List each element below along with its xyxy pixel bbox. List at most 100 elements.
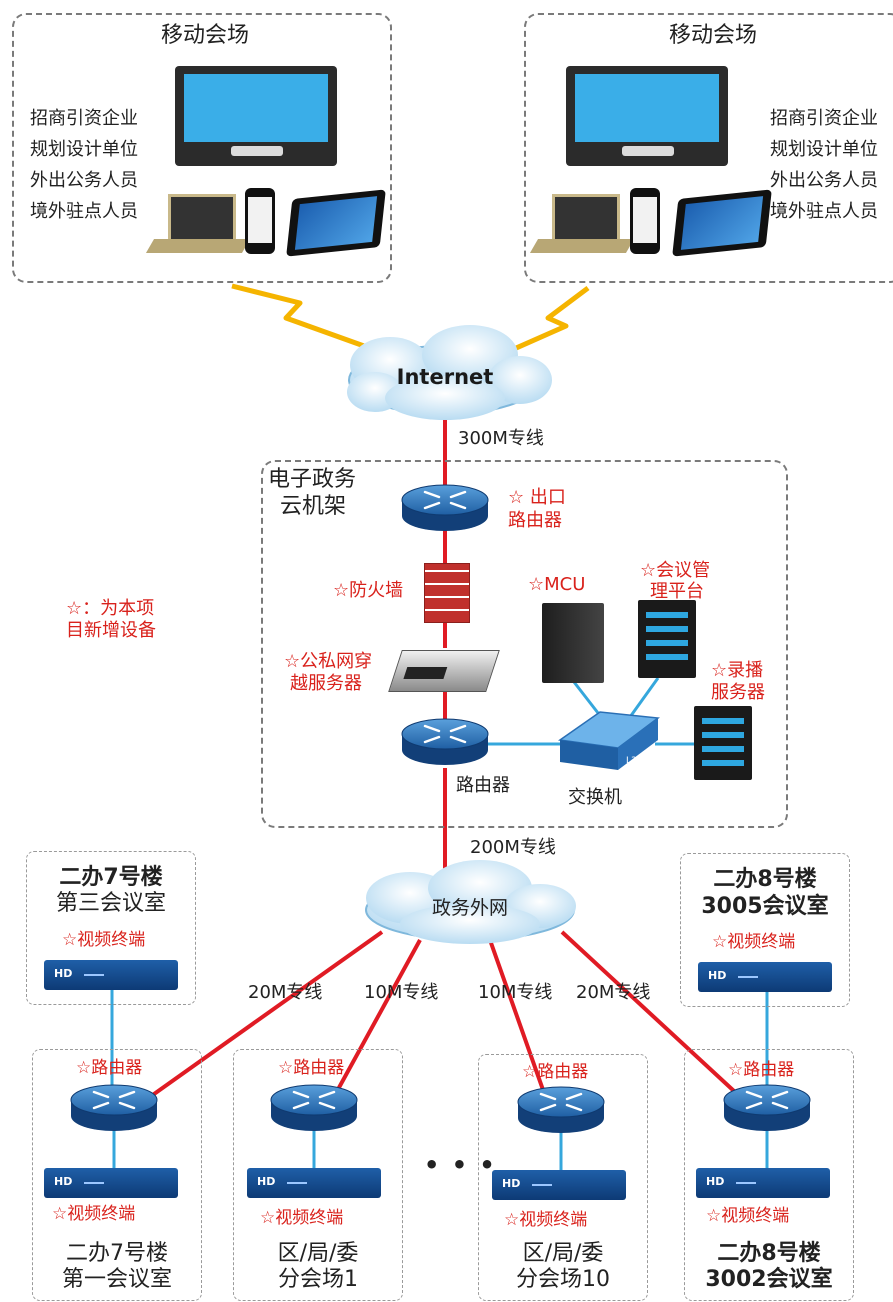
internet-cloud bbox=[347, 325, 552, 420]
exit-router-label-line1: ☆ 出口 bbox=[508, 487, 566, 508]
mcu-server-icon bbox=[542, 603, 604, 683]
user-type: 规划设计单位 bbox=[770, 139, 878, 160]
terminal-label: ☆视频终端 bbox=[260, 1208, 344, 1228]
link-label: 10M专线 bbox=[364, 982, 439, 1003]
terminal-label: ☆视频终端 bbox=[504, 1210, 588, 1230]
smartphone-icon bbox=[245, 188, 275, 254]
l3-switch-icon: L3 bbox=[558, 711, 660, 770]
mgmt-platform-label-line2: 理平台 bbox=[650, 581, 704, 602]
site-name-line2: 3002会议室 bbox=[705, 1267, 833, 1292]
nat-server-label-line2: 越服务器 bbox=[290, 673, 362, 694]
user-type: 境外驻点人员 bbox=[770, 201, 878, 222]
wireless-link-right bbox=[496, 286, 590, 359]
site-box-3 bbox=[478, 1054, 648, 1301]
site2-router-icon bbox=[270, 1084, 358, 1131]
site-name-line2: 第一会议室 bbox=[61, 1267, 172, 1292]
laptop-icon bbox=[145, 194, 260, 256]
site1-router-icon bbox=[70, 1084, 158, 1131]
room-box-top-left bbox=[26, 851, 196, 1005]
site-box-2 bbox=[233, 1049, 403, 1301]
firewall-label: ☆防火墙 bbox=[333, 580, 404, 601]
mcu-label: ☆MCU bbox=[528, 574, 586, 595]
hd-terminal-icon: HD bbox=[44, 1168, 178, 1198]
link-label: 20M专线 bbox=[248, 982, 323, 1003]
terminal-label: ☆视频终端 bbox=[62, 930, 146, 950]
gov-network-label: 政务外网 bbox=[431, 897, 508, 919]
laptop-icon bbox=[529, 194, 644, 256]
mgmt-platform-label-line1: ☆会议管 bbox=[640, 560, 711, 581]
site-router-label: ☆路由器 bbox=[278, 1058, 345, 1078]
cloud-rack-box bbox=[261, 460, 788, 828]
user-type: 外出公务人员 bbox=[770, 170, 878, 191]
terminal-label: ☆视频终端 bbox=[712, 932, 796, 952]
room-box-top-right bbox=[680, 853, 850, 1007]
gov-network-cloud bbox=[365, 860, 576, 944]
room-name-line2: 第三会议室 bbox=[55, 891, 166, 916]
switch-badge: L3 bbox=[626, 756, 637, 766]
mobile-venue-right-title: 移动会场 bbox=[668, 23, 757, 48]
room-name-line2: 3005会议室 bbox=[701, 894, 829, 919]
nat-server-label-line1: ☆公私网穿 bbox=[284, 651, 373, 672]
internet-uplink-label: 300M专线 bbox=[458, 428, 544, 449]
link-branch-2 bbox=[328, 939, 422, 1105]
monitor-icon bbox=[566, 66, 728, 166]
mobile-venue-left-title: 移动会场 bbox=[160, 23, 249, 48]
user-type: 规划设计单位 bbox=[30, 139, 138, 160]
internet-label: Internet bbox=[396, 365, 494, 389]
tablet-icon bbox=[672, 189, 772, 257]
hd-terminal-icon: HD bbox=[698, 962, 832, 992]
user-type: 招商引资企业 bbox=[30, 108, 138, 129]
downlink-label: 200M专线 bbox=[470, 837, 556, 858]
terminal-label: ☆视频终端 bbox=[52, 1204, 136, 1224]
more-sites-ellipsis: • • • bbox=[424, 1151, 497, 1179]
hd-terminal-icon: HD bbox=[492, 1170, 626, 1200]
exit-router-label-line2: 路由器 bbox=[508, 510, 562, 531]
site-name-line1: 区/局/委 bbox=[277, 1241, 359, 1266]
user-type: 境外驻点人员 bbox=[30, 201, 138, 222]
terminal-label: ☆视频终端 bbox=[706, 1206, 790, 1226]
room-name-line1: 二办8号楼 bbox=[713, 867, 817, 892]
site-router-label: ☆路由器 bbox=[522, 1062, 589, 1082]
site-name-line1: 二办7号楼 bbox=[66, 1241, 168, 1266]
nat-server-icon bbox=[388, 650, 500, 692]
mobile-venue-right bbox=[524, 13, 893, 283]
smartphone-icon bbox=[630, 188, 660, 254]
user-type: 招商引资企业 bbox=[770, 108, 878, 129]
recording-server-label-line1: ☆录播 bbox=[711, 660, 764, 681]
legend-line1: ☆：为本项 bbox=[66, 598, 155, 619]
cloud-rack-title-line1: 电子政务 bbox=[268, 467, 357, 492]
core-router-label: 路由器 bbox=[456, 775, 510, 796]
site3-router-icon bbox=[517, 1086, 605, 1133]
monitor-icon bbox=[175, 66, 337, 166]
site-router-label: ☆路由器 bbox=[76, 1058, 143, 1078]
cloud-rack-title-line2: 云机架 bbox=[280, 494, 347, 519]
firewall-icon bbox=[424, 563, 470, 623]
site-name-line1: 区/局/委 bbox=[522, 1241, 604, 1266]
site-box-4 bbox=[684, 1049, 854, 1301]
hd-terminal-icon: HD bbox=[696, 1168, 830, 1198]
site-router-label: ☆路由器 bbox=[728, 1060, 795, 1080]
recording-server-label-line2: 服务器 bbox=[711, 682, 765, 703]
legend-line2: 目新增设备 bbox=[66, 620, 156, 641]
core-router-icon bbox=[401, 718, 489, 765]
room-name-line1: 二办7号楼 bbox=[59, 865, 163, 890]
link-branch-4 bbox=[560, 930, 750, 1106]
site-name-line2: 分会场1 bbox=[278, 1267, 358, 1292]
recording-server-icon bbox=[694, 706, 752, 780]
link-branch-3 bbox=[488, 939, 550, 1105]
site-box-1 bbox=[32, 1049, 202, 1301]
mgmt-platform-server-icon bbox=[638, 600, 696, 678]
tablet-icon bbox=[286, 189, 386, 257]
site-name-line1: 二办8号楼 bbox=[717, 1241, 821, 1266]
user-type: 外出公务人员 bbox=[30, 170, 138, 191]
mobile-venue-left bbox=[12, 13, 392, 283]
wireless-link-left bbox=[231, 283, 393, 359]
hd-terminal-icon: HD bbox=[44, 960, 178, 990]
hd-terminal-icon: HD bbox=[247, 1168, 381, 1198]
link-label: 10M专线 bbox=[478, 982, 553, 1003]
switch-label: 交换机 bbox=[568, 787, 622, 808]
site4-router-icon bbox=[723, 1084, 811, 1131]
link-label: 20M专线 bbox=[576, 982, 651, 1003]
exit-router-icon bbox=[401, 484, 489, 531]
